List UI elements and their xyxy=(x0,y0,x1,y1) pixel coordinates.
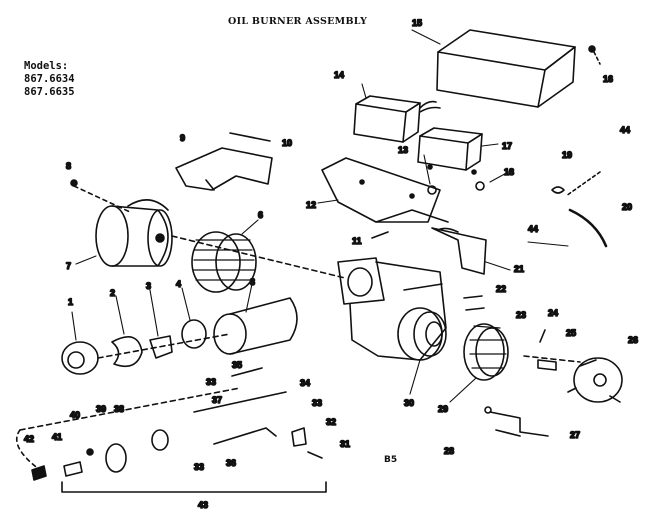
part-27-tube xyxy=(489,411,549,437)
part-1-cap xyxy=(61,341,99,375)
label-13: 13 xyxy=(398,145,408,155)
part-39-adapter xyxy=(105,443,127,473)
label-12: 12 xyxy=(306,200,316,210)
label-44: 44 xyxy=(620,125,630,135)
part-6-blower-wheel xyxy=(191,231,257,293)
part-18-nut xyxy=(475,181,485,191)
part-38-fitting xyxy=(151,429,169,451)
label-33: 33 xyxy=(312,398,322,408)
part-11-screw xyxy=(371,231,389,239)
models-block: Models: 867.6634 867.6635 xyxy=(24,60,75,99)
label-9: 9 xyxy=(180,133,185,143)
label-37: 37 xyxy=(212,395,222,405)
diagram-title: OIL BURNER ASSEMBLY xyxy=(228,16,368,27)
label-24: 24 xyxy=(548,308,558,318)
label-4: 4 xyxy=(176,279,181,289)
label-22: 22 xyxy=(496,284,506,294)
part-25-coupling xyxy=(537,359,557,371)
model-number: 867.6634 xyxy=(24,73,75,85)
label-42: 42 xyxy=(24,434,34,444)
label-25: 25 xyxy=(566,328,576,338)
label-33: 33 xyxy=(206,377,216,387)
label-29: 29 xyxy=(438,404,448,414)
part-20-electrode xyxy=(568,208,608,248)
part-16-screw xyxy=(588,45,596,53)
label-2: 2 xyxy=(110,288,115,298)
part-42-plug xyxy=(31,465,47,481)
part-10-screw xyxy=(229,132,271,142)
part-5-cylinder xyxy=(213,297,298,355)
part-23-screw xyxy=(465,307,485,311)
label-41: 41 xyxy=(52,432,62,442)
label-34: 34 xyxy=(300,378,310,388)
label-3: 3 xyxy=(250,277,255,287)
label-21: 21 xyxy=(514,264,524,274)
part-26-pump xyxy=(567,357,623,403)
part-7-motor xyxy=(95,199,173,267)
label-33: 33 xyxy=(194,462,204,472)
label-28: 28 xyxy=(444,446,454,456)
label-19: 19 xyxy=(562,150,572,160)
part-41-fitting xyxy=(63,461,83,477)
label-43: 43 xyxy=(198,500,208,510)
part-9-plate xyxy=(175,147,273,191)
part-31-nozzle xyxy=(307,451,323,459)
part-44-wire xyxy=(565,171,601,197)
part-3-fan xyxy=(149,335,173,359)
label-18: 18 xyxy=(504,167,514,177)
part-34-rod xyxy=(193,391,287,413)
part-36-rod xyxy=(213,427,277,445)
label-1: 1 xyxy=(68,297,73,307)
label-40: 40 xyxy=(70,410,80,420)
label-6: 6 xyxy=(258,210,263,220)
label-39: 39 xyxy=(96,404,106,414)
label-38: 38 xyxy=(114,404,124,414)
part-15-cover xyxy=(436,29,576,108)
label-16: 16 xyxy=(603,74,613,84)
label-32: 32 xyxy=(326,417,336,427)
label-20: 20 xyxy=(622,202,632,212)
label-44: 44 xyxy=(528,224,538,234)
label-11: 11 xyxy=(352,236,362,246)
model-number: 867.6635 xyxy=(24,86,75,98)
label-10: 10 xyxy=(282,138,292,148)
part-30-housing xyxy=(337,257,447,361)
label-3: 3 xyxy=(146,281,151,291)
part-35-rod xyxy=(231,367,263,377)
label-27: 27 xyxy=(570,430,580,440)
part-13-nut xyxy=(427,185,437,195)
part-40-nut xyxy=(86,448,94,456)
models-label: Models: xyxy=(24,60,69,72)
part-32-block xyxy=(291,427,307,447)
part-21-housing xyxy=(431,227,487,275)
part-22-screw xyxy=(463,295,483,299)
label-31: 31 xyxy=(340,439,350,449)
label-36: 36 xyxy=(226,458,236,468)
label-30: 30 xyxy=(404,398,414,408)
part-43-group-bracket xyxy=(61,481,327,493)
part-4-disc xyxy=(181,319,207,349)
part-28-fitting xyxy=(495,429,521,437)
part-12-bracket xyxy=(321,157,449,223)
part-14-transformer xyxy=(353,95,441,143)
label-15: 15 xyxy=(412,18,422,28)
part-2-ring xyxy=(111,336,143,368)
label-17: 17 xyxy=(502,141,512,151)
label-23: 23 xyxy=(516,310,526,320)
label-35: 35 xyxy=(232,360,242,370)
diagram-code: B5 xyxy=(384,455,398,465)
label-26: 26 xyxy=(628,335,638,345)
part-19-clip xyxy=(551,186,565,194)
label-8: 8 xyxy=(66,161,71,171)
part-17-control xyxy=(417,127,483,175)
label-14: 14 xyxy=(334,70,344,80)
part-8-screw xyxy=(70,179,78,187)
part-29-air-band xyxy=(463,323,509,381)
label-7: 7 xyxy=(66,261,71,271)
part-24-screw xyxy=(539,329,546,343)
